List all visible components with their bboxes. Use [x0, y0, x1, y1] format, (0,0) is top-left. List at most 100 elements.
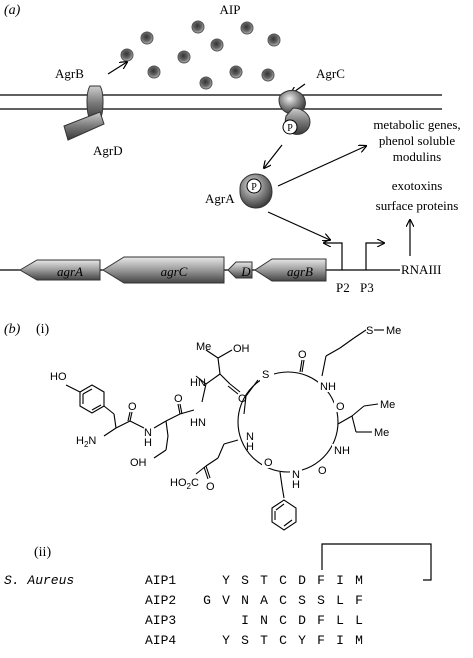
amino-acid-residue: G — [203, 593, 211, 608]
amino-acid-residue: L — [336, 613, 344, 628]
species-label: S. Aureus — [4, 573, 74, 588]
agra-phospho-icon — [246, 178, 262, 194]
svg-text:O: O — [128, 401, 137, 413]
rnaiii-label: RNAIII — [401, 262, 441, 277]
targets-line-1: metabolic genes, — [373, 117, 460, 132]
amino-acid-residue: A — [260, 593, 268, 608]
svg-text:O: O — [336, 401, 345, 413]
threonine-hydroxyl: OH — [233, 343, 250, 355]
phenylalanine-ring — [271, 499, 297, 531]
amino-acid-residue: I — [241, 613, 249, 628]
agrA-gene-label: agrA — [57, 264, 83, 279]
amino-acid-residue: S — [298, 593, 306, 608]
isoleucine-methyl: Me — [374, 427, 389, 439]
amino-acid-residue: F — [317, 573, 325, 588]
amino-acid-residue: D — [298, 613, 306, 628]
isoleucine-ethyl: Me — [380, 399, 395, 411]
agrA-gene — [19, 259, 101, 281]
agrB-gene — [254, 258, 327, 282]
agrc-to-agra-arrow — [264, 144, 283, 168]
agrC-gene — [102, 256, 225, 284]
p2-promoter-arrow — [324, 243, 343, 270]
amino-acid-residue: I — [336, 633, 344, 648]
aip-dot — [140, 31, 154, 45]
aip-dot — [229, 65, 243, 79]
amino-acid-residue: S — [241, 633, 249, 648]
amino-acid-residue: N — [260, 613, 268, 628]
aip-dot — [240, 21, 254, 35]
aip-dot — [120, 48, 134, 62]
agrc-phospho-icon — [282, 119, 298, 135]
amino-acid-residue: Y — [222, 633, 230, 648]
aip-dot — [177, 50, 191, 64]
svg-text:O: O — [174, 393, 183, 405]
aip-dot — [191, 20, 205, 34]
p3-label: P3 — [360, 280, 374, 295]
amino-acid-residue: Y — [222, 573, 230, 588]
serine-nh: N — [144, 427, 152, 439]
amino-acid-residue: F — [317, 613, 325, 628]
agrd-label: AgrD — [93, 143, 123, 158]
aip-row-name: AIP3 — [145, 613, 176, 628]
amino-acid-residue: S — [241, 573, 249, 588]
amino-acid-residue: C — [279, 633, 287, 648]
methionine-sulfur: S — [366, 325, 373, 337]
thiolactone-ring — [237, 371, 339, 473]
agra-phospho-label: P — [251, 182, 257, 193]
aip-dot — [210, 38, 224, 52]
methionine-methyl: Me — [386, 325, 401, 337]
amino-acid-residue: T — [260, 633, 268, 648]
agrC-gene-label: agrC — [161, 264, 188, 279]
panel-b-label: (b) — [4, 322, 21, 337]
aip-dot — [199, 76, 213, 90]
svg-text:O: O — [206, 481, 215, 493]
targets-line-4: exotoxins — [392, 178, 443, 193]
svg-text:NH: NH — [334, 445, 350, 457]
agra-to-promoter-arrow — [267, 211, 330, 240]
amino-acid-residue: L — [355, 613, 363, 628]
aip-dot — [267, 33, 281, 47]
agra-to-targets-arrow — [277, 146, 366, 187]
agrb-label: AgrB — [55, 66, 84, 81]
aip-label: AIP — [220, 2, 241, 17]
amino-acid-residue: T — [260, 573, 268, 588]
svg-text:O: O — [264, 457, 273, 469]
aip-molecules — [120, 20, 281, 90]
amino-acid-residue: F — [355, 593, 363, 608]
agrc-label: AgrC — [316, 66, 345, 81]
targets-line-2: phenol soluble — [379, 133, 455, 148]
amino-acid-residue: C — [279, 593, 287, 608]
ring-sulfur: S — [262, 369, 269, 381]
h2n-group: H2N — [76, 435, 96, 449]
agrb-arrow — [107, 62, 127, 75]
p3-promoter-arrow — [365, 243, 384, 270]
aspartate-carboxyl: HO2C — [170, 477, 199, 491]
amino-acid-residue: C — [279, 613, 287, 628]
svg-text:N: N — [292, 469, 300, 481]
agrd-peptide — [63, 111, 105, 141]
amino-acid-residue: C — [279, 573, 287, 588]
threonine-methyl: Me — [196, 341, 211, 353]
amino-acid-residue: M — [355, 573, 363, 588]
panel-b-sub-ii: (ii) — [34, 545, 51, 560]
svg-text:O: O — [298, 349, 307, 361]
svg-text:O: O — [318, 465, 327, 477]
svg-text:N: N — [246, 431, 254, 443]
serine-hydroxyl: OH — [130, 457, 147, 469]
amino-acid-residue: L — [336, 593, 344, 608]
svg-text:HN: HN — [190, 377, 206, 389]
p2-label: P2 — [336, 280, 350, 295]
amino-acid-residue: N — [241, 593, 249, 608]
agrc-phospho-label: P — [287, 123, 293, 134]
svg-text:NH: NH — [320, 381, 336, 393]
threonine-hn: HN — [190, 417, 206, 429]
targets-line-3: modulins — [393, 149, 441, 164]
svg-text:O: O — [238, 393, 247, 405]
panel-b-sub-i: (i) — [36, 322, 50, 337]
targets-line-5: surface proteins — [376, 198, 459, 213]
thiolactone-bracket — [321, 543, 432, 581]
agrD-gene — [227, 261, 253, 279]
amino-acid-residue: D — [298, 573, 306, 588]
